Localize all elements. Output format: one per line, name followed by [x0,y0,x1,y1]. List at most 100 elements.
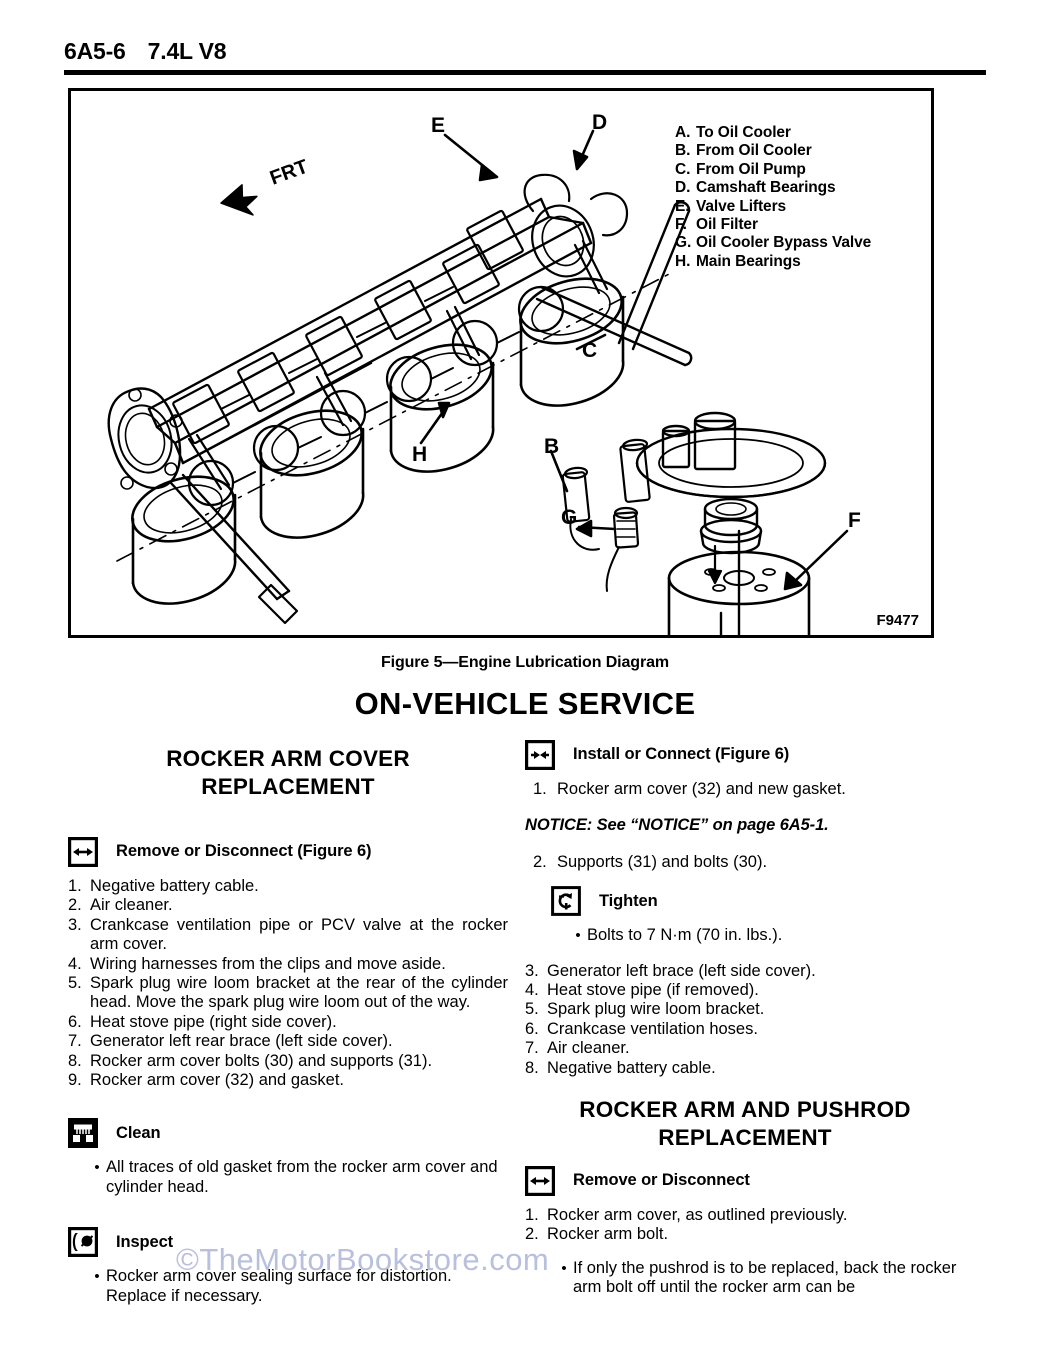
item-text: Rocker arm cover sealing surface for dis… [106,1267,452,1305]
remove-disconnect-block-header-2: Remove or Disconnect [525,1166,965,1197]
item-number: 8. [68,1051,82,1070]
install-connect-steps-first: 1.Rocker arm cover (32) and new gasket. [533,780,965,799]
item-text: Negative battery cable. [90,877,259,895]
item-number: 4. [68,954,82,973]
subsection-heading-rocker-arm-pushrod: ROCKER ARM AND PUSHROD REPLACEMENT [525,1096,965,1152]
install-connect-label: Install or Connect (Figure 6) [573,745,790,764]
list-item: 2.Air cleaner. [68,896,508,915]
list-item: 6. Heat stove pipe (right side cover). [68,1013,508,1032]
notice-text: NOTICE: See “NOTICE” on page 6A5-1. [525,816,829,835]
list-item: 1. Negative battery cable. [68,877,508,896]
page-code: 6A5-6 [64,38,126,64]
heading-line-1: ROCKER ARM AND PUSHROD [579,1097,911,1123]
list-item: •All traces of old gasket from the rocke… [88,1158,508,1197]
figure-legend: A. To Oil Cooler B. From Oil Cooler C. F… [675,124,925,271]
list-item: 7.Air cleaner. [525,1039,965,1058]
legend-key: G. [675,234,692,252]
legend-key: D. [675,179,691,197]
tighten-icon [551,886,581,917]
figure-number: F9477 [876,612,919,629]
item-number: 1. [533,780,547,798]
item-number: 1. [525,1206,539,1225]
item-text: Air cleaner. [90,896,173,915]
item-text: Heat stove pipe (right side cover). [90,1012,337,1031]
bullet-marker: • [561,1259,567,1277]
item-number: 4. [525,981,539,1000]
left-column: ROCKER ARM COVER REPLACEMENT Remove or D… [68,745,508,1308]
item-text: Spark plug wire loom bracket at the rear… [90,974,508,1012]
legend-item: D. Camshaft Bearings [675,179,925,197]
item-text: All traces of old gasket from the rocker… [106,1158,498,1196]
pushrod-remove-steps: 1.Rocker arm cover, as outlined previous… [525,1206,965,1245]
item-text: Air cleaner. [547,1039,630,1058]
item-number: 2. [533,852,547,871]
clean-block-header: Clean [68,1118,508,1149]
bullet-marker: • [94,1268,100,1286]
item-text: Crankcase ventilation pipe or PCV valve … [90,915,508,954]
item-text: Wiring harnesses from the clips and move… [90,954,446,973]
remove-disconnect-steps: 1. Negative battery cable. 2.Air cleaner.… [68,877,508,1090]
install-connect-steps-rest: 3. Generator left brace (left side cover)… [525,962,965,1078]
item-text: Crankcase ventilation hoses. [547,1019,758,1038]
figure-box: E D C B G H F FRT A. To Oil Cooler B. Fr… [68,88,934,638]
tighten-label: Tighten [599,891,658,910]
legend-label: Oil Filter [696,216,758,234]
list-item: • If only the pushrod is to be replaced, … [555,1259,965,1298]
item-text: Rocker arm cover (32) and gasket. [90,1071,345,1090]
callout-label-c: C [582,339,598,362]
heading-line-1: ROCKER ARM COVER [166,746,410,771]
clean-icon [68,1118,98,1149]
remove-disconnect-label: Remove or Disconnect (Figure 6) [116,842,372,861]
figure-caption: Figure 5—Engine Lubrication Diagram [380,654,670,671]
install-connect-block-header: Install or Connect (Figure 6) [525,740,965,770]
remove-disconnect-icon [68,837,98,867]
header-line: 6A5-6 7.4L V8 [64,38,986,65]
item-text: Negative battery cable. [547,1058,716,1077]
legend-item: H. Main Bearings [675,253,925,271]
item-number: 1. [68,877,82,895]
inspect-block-header: Inspect [68,1227,508,1258]
legend-key: H. [675,252,691,270]
list-item: 2.Supports (31) and bolts (30). [533,853,965,872]
list-item: 8. Rocker arm cover bolts (30) and suppor… [68,1052,508,1071]
legend-label: From Oil Cooler [696,142,812,160]
legend-item: A. To Oil Cooler [675,124,925,142]
item-number: 5. [68,974,82,993]
engine-designation: 7.4L V8 [147,38,227,64]
list-item: 5. Spark plug wire loom bracket at the re… [68,974,508,1013]
callout-label-b: B [544,435,560,458]
legend-key: B. [675,142,691,160]
legend-label: To Oil Cooler [696,124,791,141]
list-item: 5. Spark plug wire loom bracket. [525,1000,965,1019]
engine-lubrication-illustration [107,129,849,635]
inspect-bullets: • Rocker arm cover sealing surface for di… [88,1267,508,1306]
item-number: 3. [525,961,539,980]
legend-item: B. From Oil Cooler [675,142,925,160]
remove-disconnect-block-header: Remove or Disconnect (Figure 6) [68,837,508,867]
item-number: 6. [68,1012,82,1031]
item-text: If only the pushrod is to be replaced, b… [573,1258,957,1297]
item-number: 5. [525,1000,539,1019]
list-item: 2.Rocker arm bolt. [525,1225,965,1244]
legend-label: From Oil Pump [696,160,806,178]
item-number: 6. [525,1019,539,1038]
tighten-bullets: •Bolts to 7 N·m (70 in. lbs.). [569,926,965,945]
list-item: 4. Wiring harnesses from the clips and mo… [68,955,508,974]
item-text: Generator left brace (left side cover). [547,961,816,980]
heading-line-2: REPLACEMENT [658,1125,832,1151]
heading-line-2: REPLACEMENT [201,774,375,799]
legend-item: C. From Oil Pump [675,161,925,179]
header-rule [64,70,986,75]
callout-label-f: F [848,509,861,532]
list-item: 9.Rocker arm cover (32) and gasket. [68,1071,508,1090]
clean-bullets: •All traces of old gasket from the rocke… [88,1158,508,1197]
item-text: Bolts to 7 N·m (70 in. lbs.). [587,926,783,945]
item-number: 7. [68,1032,82,1051]
item-number: 2. [525,1225,539,1244]
item-text: Rocker arm cover bolts (30) and supports… [90,1051,433,1070]
legend-item: G. Oil Cooler Bypass Valve [675,234,925,252]
item-text: Generator left rear brace (left side cov… [90,1032,393,1051]
right-column: Install or Connect (Figure 6) 1.Rocker a… [525,740,965,1300]
item-text: Spark plug wire loom bracket. [547,1000,765,1019]
item-number: 8. [525,1058,539,1077]
